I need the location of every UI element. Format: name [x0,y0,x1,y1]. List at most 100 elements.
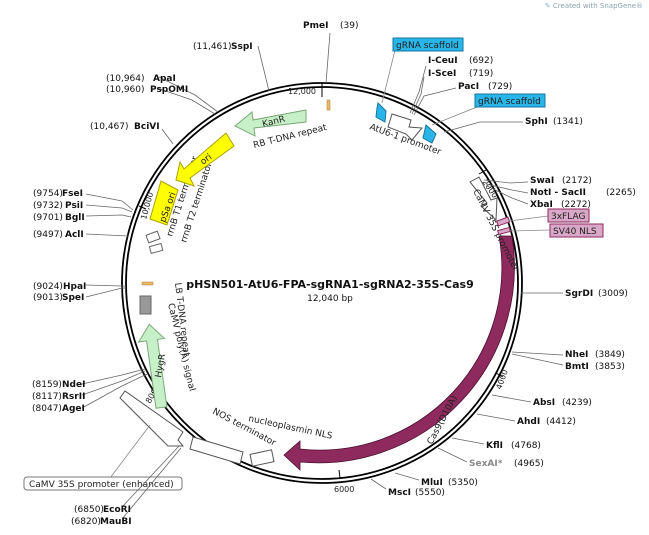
enzyme-agei[interactable]: (8047) AgeI [32,404,85,414]
svg-text:(2272): (2272) [561,200,591,210]
enzyme-ecori[interactable]: (6850) EcoRI [74,505,131,515]
svg-text:EcoRI: EcoRI [103,505,131,515]
svg-text:(719): (719) [469,69,493,79]
enzyme-spei[interactable]: (9013) SpeI [33,293,84,303]
svg-text:3xFLAG: 3xFLAG [551,212,585,222]
camv-35s-promoter-arrow[interactable] [469,176,498,222]
sv40-nls-mark[interactable] [497,226,511,236]
enzyme-ahdi[interactable]: AhdI (4412) [517,417,576,427]
lb-repeat-mark[interactable] [141,281,154,286]
enzyme-xbai[interactable]: XbaI (2272) [530,200,591,210]
svg-text:(9754): (9754) [33,189,63,199]
svg-text:(3849): (3849) [595,350,625,360]
svg-text:(6850): (6850) [74,505,104,515]
tick-label: 12,000 [288,87,316,96]
nos-terminator-box[interactable] [189,436,244,465]
ori-arrow[interactable] [175,132,235,187]
enzyme-hpai[interactable]: (9024) HpaI [33,282,86,292]
svg-text:I-CeuI: I-CeuI [428,56,458,66]
svg-text:(9024): (9024) [33,282,63,292]
enzyme-msci[interactable]: MscI (5550) [388,488,445,498]
enzyme-nhei[interactable]: NheI (3849) [565,350,625,360]
enzyme-ndei[interactable]: (8159) NdeI [32,380,85,390]
enzyme-fsei[interactable]: (9754) FseI [33,189,83,199]
plasmid-title: pHSN501-AtU6-FPA-sgRNA1-sgRNA2-35S-Cas9 [186,278,473,291]
enzyme-rsrii[interactable]: (8117) RsrII [32,392,85,402]
camv-35s-enhanced-arrow[interactable] [119,390,185,447]
svg-text:AhdI: AhdI [517,417,540,427]
enzyme-psii[interactable]: (9732) PsiI [33,201,83,211]
svg-text:(9013): (9013) [33,293,63,303]
svg-text:FseI: FseI [62,189,83,199]
rrnb-t1-box[interactable] [145,230,161,244]
svg-text:(4768): (4768) [511,441,541,451]
svg-text:(10,960): (10,960) [106,85,145,95]
svg-text:(10,964): (10,964) [106,74,145,84]
enzyme-noti-sacii[interactable]: NotI - SacII (2265) [530,188,636,198]
atu6-promoter-arrow[interactable] [387,113,424,141]
svg-text:MauBI: MauBI [100,517,132,527]
tick-label: 6000 [334,485,354,494]
grna-scaffold-2-arrow[interactable] [422,124,437,144]
svg-text:SpeI: SpeI [62,293,84,303]
polya-signal-box[interactable] [139,295,152,315]
svg-text:SwaI: SwaI [530,176,554,186]
svg-text:(2265): (2265) [606,188,636,198]
kanr-arrow[interactable] [234,109,307,137]
kanr-label: KanR [261,115,286,130]
enzyme-sspi[interactable]: (11,461) SspI [193,42,253,52]
enzyme-maubi[interactable]: (6820) MauBI [71,517,132,527]
svg-text:MluI: MluI [421,478,443,488]
enzyme-absi[interactable]: AbsI (4239) [533,398,592,408]
enzyme-bgli[interactable]: (9701) BglI [33,213,85,223]
svg-text:NotI - SacII: NotI - SacII [530,188,586,198]
enzyme-i-scei[interactable]: I-SceI (719) [428,69,493,79]
grna-scaffold-1-arrow[interactable] [375,101,387,123]
svg-text:NdeI: NdeI [62,380,85,390]
enzyme-mlui[interactable]: MluI (5350) [421,478,478,488]
svg-text:(4965): (4965) [514,459,544,469]
enzyme-apai[interactable]: (10,964) ApaI [106,74,176,84]
enzyme-sexai[interactable]: SexAI* (4965) [469,459,544,469]
rrnb-t2-box[interactable] [148,242,164,255]
nucleoplasmin-nls-box[interactable] [249,449,275,467]
svg-text:(8117): (8117) [32,392,62,402]
cas9-arrow[interactable] [283,235,515,471]
3xflag-mark[interactable] [496,216,511,227]
svg-text:(10,467): (10,467) [90,122,129,132]
enzyme-swai[interactable]: SwaI (2172) [530,176,592,186]
enzyme-bmti[interactable]: BmtI (3853) [565,362,625,372]
grna-scaffold-1-callout: gRNA scaffold [381,37,464,104]
rb-repeat-mark[interactable] [326,99,331,111]
enzyme-acli[interactable]: (9497) AclI [33,230,84,240]
snapgene-logo-icon: ✎ [544,2,553,10]
svg-text:(11,461): (11,461) [193,42,232,52]
svg-text:PmeI: PmeI [303,21,328,31]
svg-text:NheI: NheI [565,350,588,360]
enzyme-sgrdi[interactable]: SgrDI (3009) [565,289,628,299]
snapgene-watermark: ✎ Created with SnapGene® [544,2,643,10]
svg-text:KflI: KflI [486,441,503,451]
svg-text:(692): (692) [469,56,493,66]
svg-text:SV40 NLS: SV40 NLS [553,227,597,237]
svg-text:gRNA scaffold: gRNA scaffold [396,41,459,51]
psa-ori-box[interactable] [149,180,179,226]
svg-text:(9732): (9732) [33,201,63,211]
enzyme-bcivi[interactable]: (10,467) BciVI [90,122,160,132]
enzyme-kfli[interactable]: KflI (4768) [486,441,541,451]
svg-text:gRNA scaffold: gRNA scaffold [478,97,541,107]
sv40-nls-callout: SV40 NLS [509,223,604,238]
svg-text:(3009): (3009) [598,289,628,299]
svg-text:I-SceI: I-SceI [428,69,456,79]
svg-text:XbaI: XbaI [530,200,553,210]
enzyme-pmei[interactable]: PmeI (39) [303,21,358,31]
enzyme-i-ceui[interactable]: I-CeuI (692) [428,56,493,66]
svg-text:(729): (729) [488,82,512,92]
enzyme-pspomi[interactable]: (10,960) PspOMI [106,85,188,95]
enzyme-paci[interactable]: PacI (729) [458,82,512,92]
hygr-arrow[interactable] [136,323,173,410]
svg-text:(5350): (5350) [448,478,478,488]
svg-text:SexAI*: SexAI* [469,459,503,469]
enzyme-sphi[interactable]: SphI (1341) [525,117,583,127]
